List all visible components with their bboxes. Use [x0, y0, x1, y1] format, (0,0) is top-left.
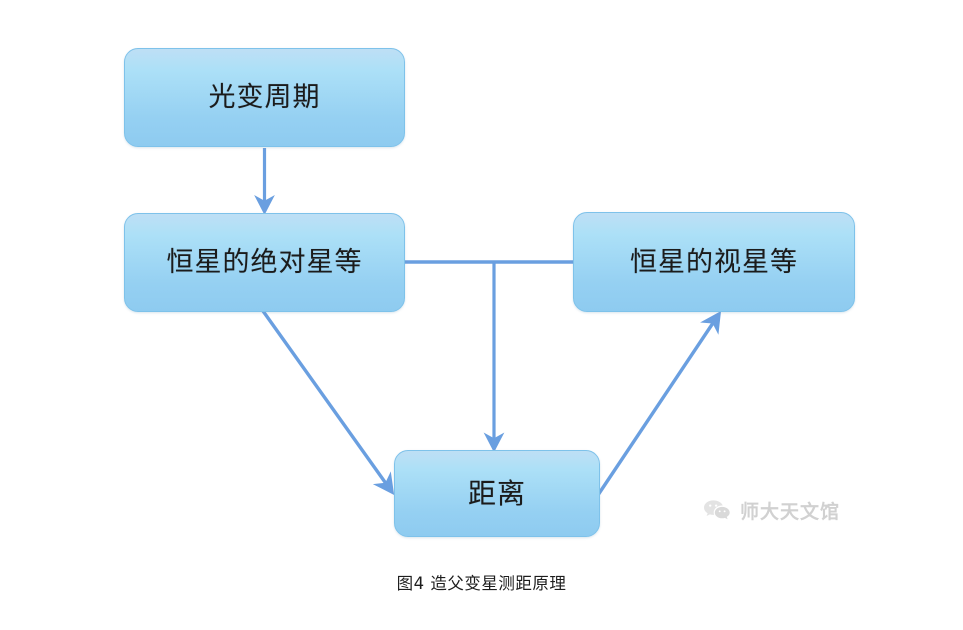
node-label: 距离 [467, 476, 526, 510]
node-distance[interactable]: 距离 [394, 450, 600, 537]
node-label: 光变周期 [208, 82, 321, 113]
figure-caption: 图4 造父变星测距原理 [396, 574, 567, 593]
wechat-icon [703, 499, 731, 523]
node-light-variation-period[interactable]: 光变周期 [124, 48, 405, 147]
node-absolute-magnitude[interactable]: 恒星的绝对星等 [124, 213, 405, 312]
node-apparent-magnitude[interactable]: 恒星的视星等 [573, 212, 855, 312]
edge-absmag-to-distance [261, 310, 395, 495]
edge-distance-to-appmag [596, 310, 722, 496]
node-label: 恒星的绝对星等 [166, 247, 363, 278]
node-label: 恒星的视星等 [630, 246, 798, 278]
watermark: 师大天文馆 [703, 497, 840, 524]
watermark-text: 师大天文馆 [740, 501, 841, 523]
